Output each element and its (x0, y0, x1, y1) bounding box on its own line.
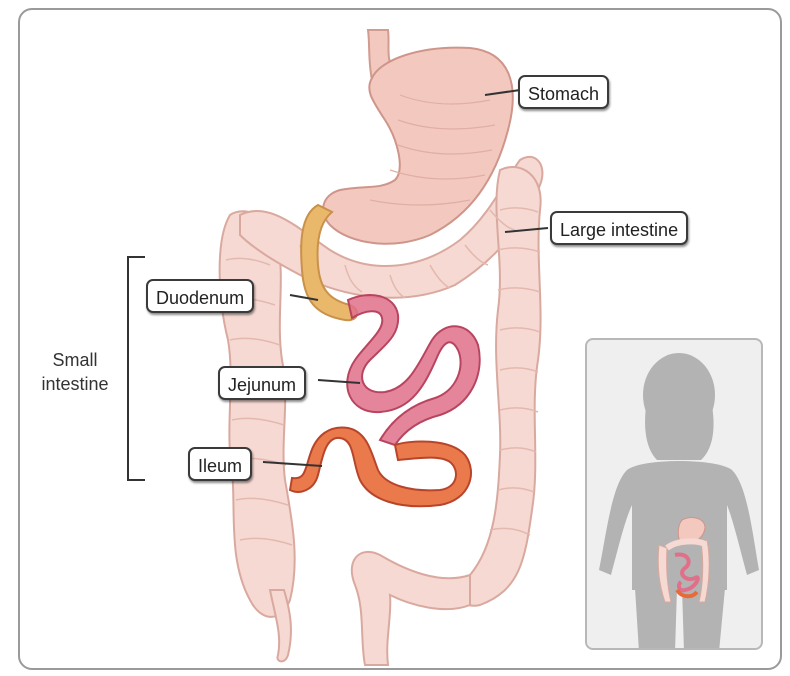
label-small-intestine: Small intestine (30, 348, 120, 396)
child-silhouette (587, 340, 763, 650)
label-stomach: Stomach (518, 75, 609, 109)
child-silhouette-inset (585, 338, 763, 650)
label-small-intestine-line2: intestine (30, 372, 120, 396)
small-intestine-bracket (128, 257, 145, 480)
label-duodenum: Duodenum (146, 279, 254, 313)
label-large-intestine: Large intestine (550, 211, 688, 245)
stomach-shape (323, 30, 513, 244)
jejunum-shape (347, 295, 479, 445)
label-ileum: Ileum (188, 447, 252, 481)
label-small-intestine-line1: Small (30, 348, 120, 372)
label-jejunum: Jejunum (218, 366, 306, 400)
